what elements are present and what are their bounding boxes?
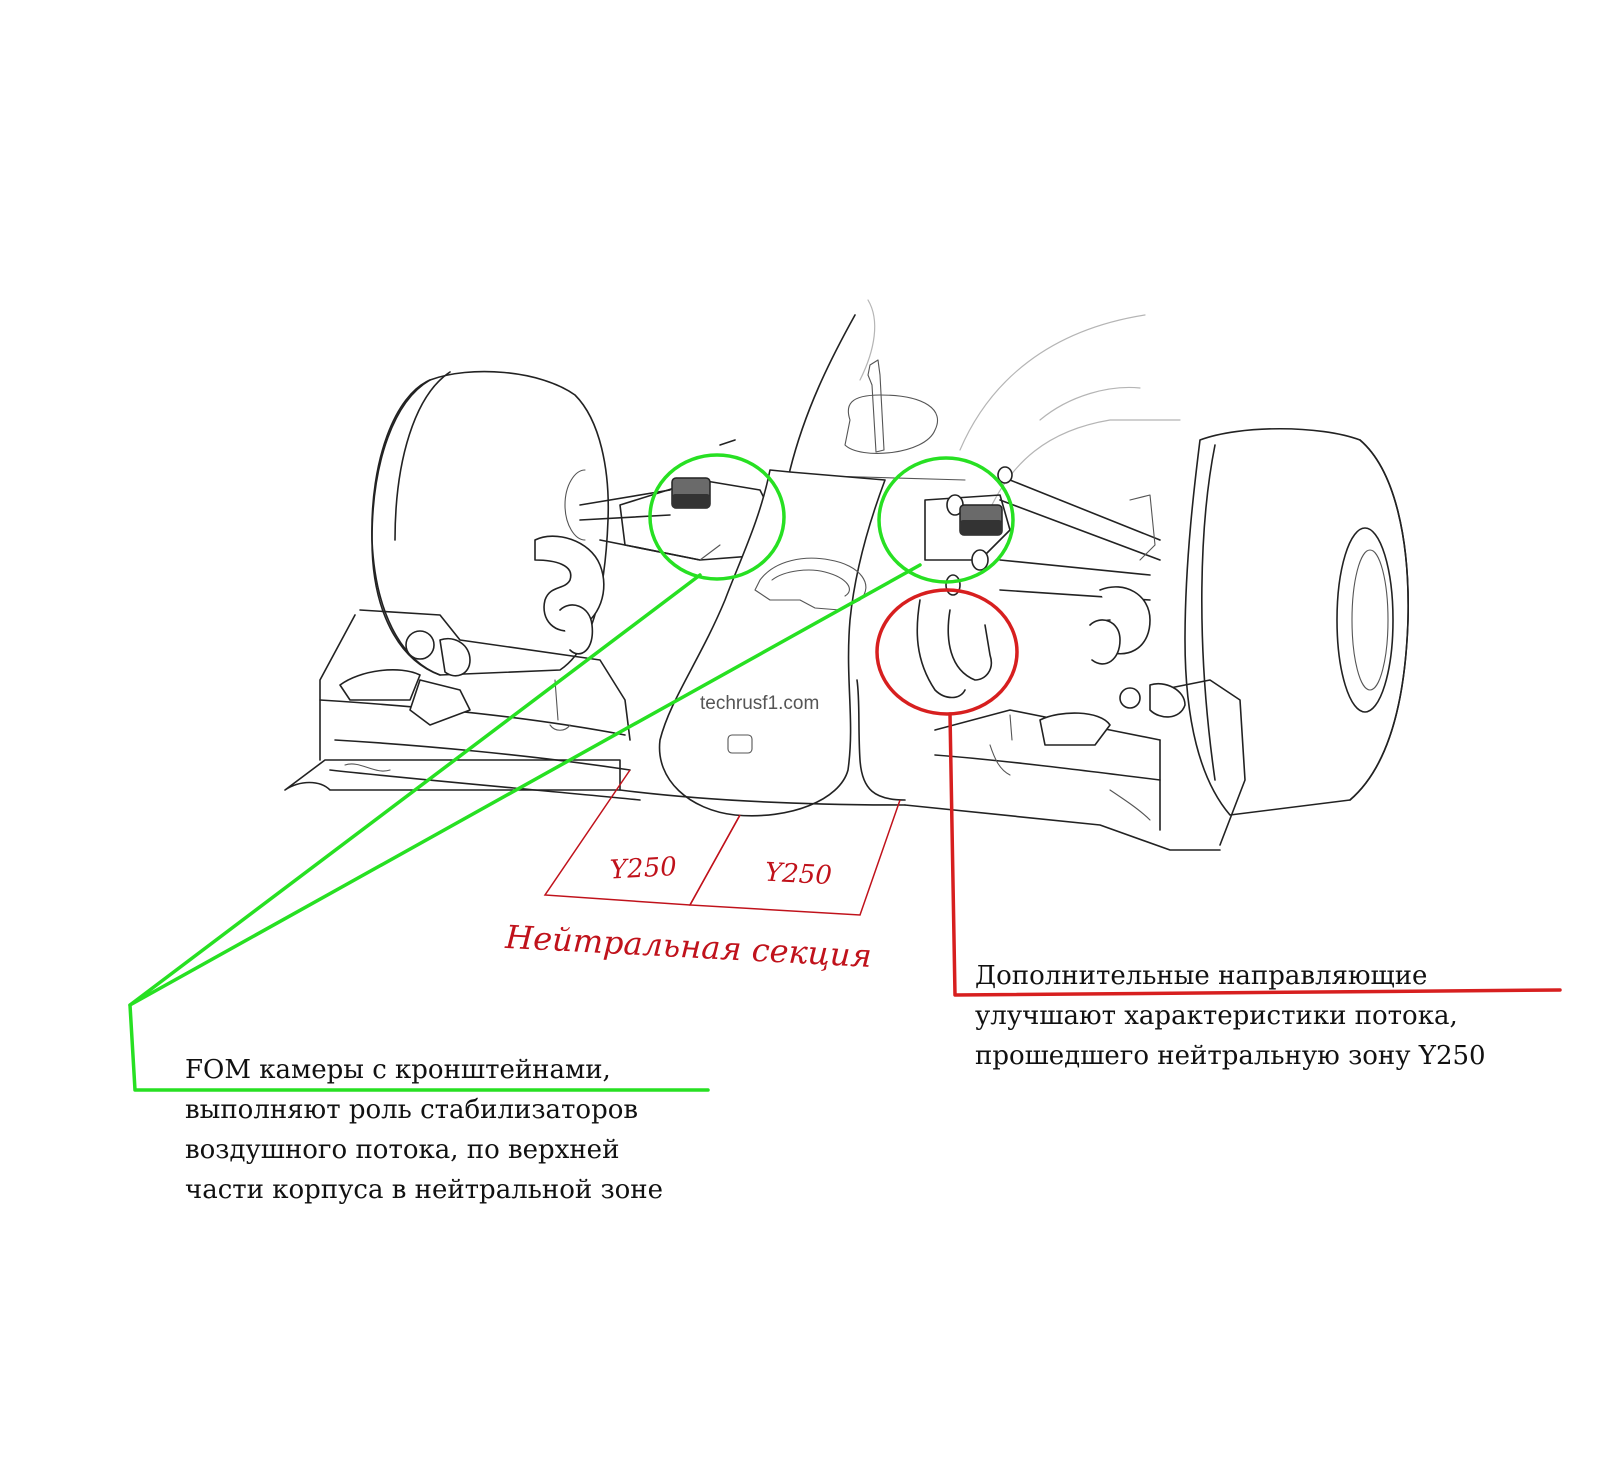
watermark-text: techrusf1.com [700, 693, 819, 714]
callout-line: выполняют роль стабилизаторов [185, 1095, 639, 1125]
callout-line: части корпуса в нейтральной зоне [185, 1175, 664, 1205]
right-brake-duct [1090, 587, 1150, 664]
main-plane-edge [620, 790, 905, 805]
neutral-section-caption: Нейтральная секция [503, 918, 872, 975]
turning-vanes-callout: Дополнительные направляющие улучшают хар… [975, 956, 1486, 1076]
right-camera-mount [925, 467, 1012, 570]
zone-label-left: Y250 [609, 852, 677, 885]
callout-line: воздушного потока, по верхней [185, 1135, 620, 1165]
fom-cameras-callout: FOM камеры с кронштейнами, выполняют рол… [185, 1050, 663, 1210]
vane-highlight [877, 590, 1560, 995]
callout-line: Дополнительные направляющие [975, 961, 1428, 991]
turning-vanes [917, 575, 991, 698]
callout-line: FOM камеры с кронштейнами, [185, 1055, 611, 1085]
right-front-wing [905, 680, 1245, 850]
right-front-tyre [1185, 429, 1408, 815]
camera-highlights [130, 455, 1013, 1090]
left-front-wing [285, 610, 640, 800]
callout-line: прошедшего нейтральную зону Y250 [975, 1041, 1486, 1071]
left-brake-duct [535, 536, 604, 654]
zone-label-right: Y250 [764, 858, 832, 891]
callout-line: улучшают характеристики потока, [975, 1001, 1458, 1031]
nose-cone: techrusf1.com [660, 470, 905, 816]
